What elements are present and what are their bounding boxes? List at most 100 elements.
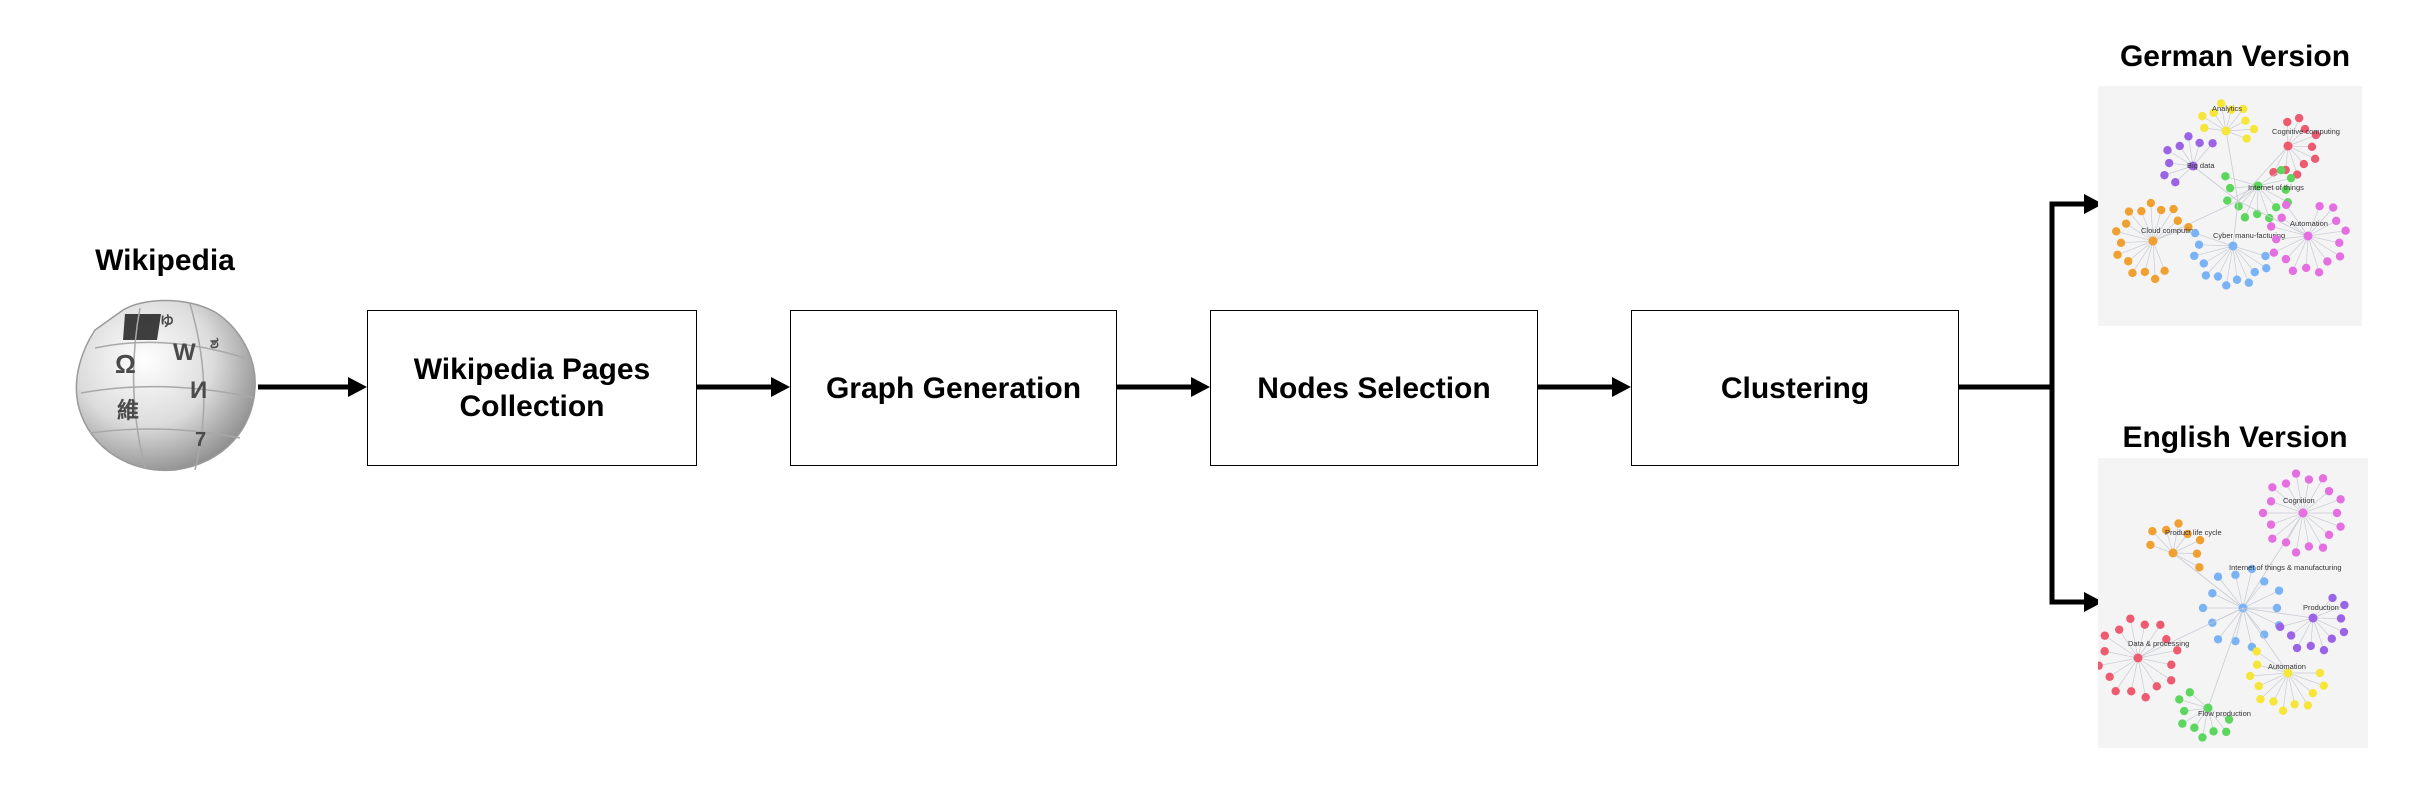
graph-edge bbox=[2203, 245, 2234, 264]
graph-node bbox=[2314, 268, 2324, 277]
graph-node bbox=[2239, 104, 2248, 114]
graph-edge bbox=[2290, 617, 2314, 636]
graph-node-center bbox=[2228, 241, 2238, 251]
graph-edge bbox=[2127, 240, 2154, 262]
cluster-label: Big data bbox=[2187, 161, 2215, 170]
svg-text:維: 維 bbox=[117, 398, 139, 423]
graph-edge bbox=[2232, 245, 2256, 273]
graph-edge bbox=[2144, 240, 2154, 273]
graph-node bbox=[2268, 534, 2277, 543]
graph-edge bbox=[2256, 651, 2289, 674]
graph-node bbox=[2286, 631, 2296, 640]
graph-node bbox=[2223, 196, 2232, 205]
graph-edge bbox=[2256, 185, 2259, 214]
graph-edge bbox=[2137, 657, 2172, 681]
graph-node bbox=[2301, 263, 2311, 273]
graph-edge bbox=[2137, 657, 2147, 698]
graph-node bbox=[2194, 240, 2204, 249]
graph-edge bbox=[2137, 624, 2146, 659]
graph-node bbox=[2224, 715, 2234, 724]
graph-edge bbox=[2172, 552, 2244, 609]
graph-edge bbox=[2302, 479, 2310, 514]
graph-edge bbox=[2225, 128, 2254, 132]
graph-node bbox=[2173, 216, 2182, 225]
graph-node bbox=[2252, 660, 2262, 669]
graph-node bbox=[2306, 641, 2315, 651]
graph-node bbox=[2121, 219, 2131, 228]
graph-edge bbox=[2137, 649, 2178, 659]
graph-node bbox=[2291, 548, 2301, 557]
graph-edge bbox=[2305, 235, 2309, 268]
graph-node-center bbox=[2283, 141, 2293, 151]
graph-node bbox=[2113, 250, 2122, 259]
graph-edge bbox=[2302, 490, 2330, 514]
graph-node bbox=[2324, 530, 2334, 540]
graph-edge bbox=[2225, 108, 2244, 132]
graph-node bbox=[2274, 586, 2284, 595]
graph-node bbox=[2341, 226, 2350, 235]
graph-edge bbox=[2207, 607, 2244, 709]
arrowhead-4 bbox=[1612, 377, 1631, 397]
graph-node bbox=[2327, 634, 2337, 643]
graph-node bbox=[2198, 733, 2207, 742]
graph-node bbox=[2331, 216, 2341, 226]
graph-edge bbox=[2292, 235, 2309, 271]
graph-edge bbox=[2307, 235, 2328, 262]
graph-edge bbox=[2287, 672, 2309, 706]
graph-node bbox=[2100, 631, 2110, 640]
graph-edge bbox=[2257, 185, 2289, 203]
graph-node bbox=[2281, 479, 2291, 488]
graph-node bbox=[2278, 706, 2288, 715]
graph-edge bbox=[2152, 240, 2165, 271]
graph-node bbox=[2190, 723, 2199, 732]
graph-edge bbox=[2202, 115, 2227, 132]
graph-node bbox=[2190, 228, 2200, 238]
graph-node bbox=[2291, 469, 2301, 478]
graph-edge bbox=[2282, 672, 2289, 711]
graph-edge bbox=[2232, 200, 2239, 247]
branch-connector-english bbox=[2049, 387, 2086, 605]
graph-node bbox=[2141, 693, 2150, 702]
graph-node bbox=[2292, 643, 2302, 653]
graph-edge bbox=[2307, 206, 2320, 237]
graph-node bbox=[2303, 701, 2313, 710]
graph-node bbox=[2262, 263, 2271, 273]
graph-node bbox=[2185, 688, 2194, 697]
graph-node bbox=[2231, 570, 2240, 580]
graph-node bbox=[2269, 697, 2278, 706]
graph-node bbox=[2124, 207, 2134, 216]
graph-node bbox=[2254, 681, 2263, 691]
graph-edge bbox=[2272, 487, 2304, 514]
graph-edge bbox=[2104, 650, 2139, 659]
cluster-label: Cognitive computing bbox=[2272, 127, 2340, 136]
graph-edge bbox=[2167, 149, 2194, 167]
graph-edge bbox=[2256, 664, 2289, 674]
graph-edge bbox=[2242, 607, 2314, 619]
graph-node bbox=[2222, 727, 2231, 737]
graph-edge bbox=[2109, 657, 2139, 678]
graph-node bbox=[2221, 172, 2230, 181]
step-wikipedia-pages-collection: Wikipedia Pages Collection bbox=[367, 310, 697, 466]
graph-node bbox=[2111, 686, 2120, 696]
graph-node bbox=[2162, 635, 2171, 644]
graph-edge bbox=[2242, 568, 2253, 609]
graph-edge bbox=[2230, 185, 2259, 189]
graph-edge bbox=[2280, 617, 2314, 628]
graph-edge bbox=[2312, 604, 2345, 619]
graph-node bbox=[2300, 124, 2310, 134]
graph-node-center bbox=[2203, 703, 2213, 713]
graph-edge bbox=[2296, 617, 2314, 649]
graph-node bbox=[2267, 222, 2276, 231]
graph-node bbox=[2208, 589, 2217, 598]
graph-node bbox=[2209, 108, 2218, 117]
graph-node-center bbox=[2303, 231, 2313, 241]
graph-node bbox=[2281, 254, 2291, 264]
step-label: Clustering bbox=[1720, 371, 1870, 405]
graph-node bbox=[2311, 130, 2321, 140]
graph-node bbox=[2213, 572, 2223, 581]
graph-edge bbox=[2194, 245, 2234, 257]
graph-node bbox=[2213, 635, 2223, 644]
graph-node bbox=[2140, 267, 2150, 277]
